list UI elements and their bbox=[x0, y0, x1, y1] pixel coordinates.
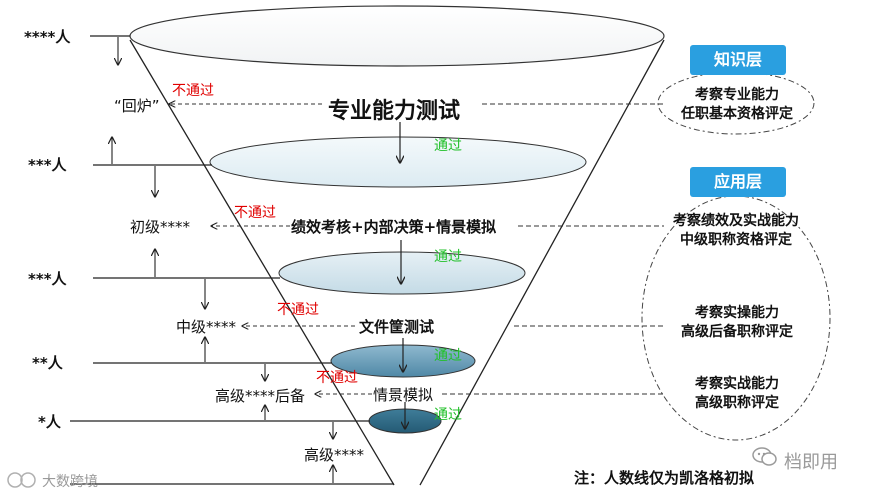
pass-label-4: 通过 bbox=[434, 407, 462, 423]
stage-title-professional: 专业能力测试 bbox=[328, 99, 461, 124]
knowledge-layer-tag: 知识层 bbox=[690, 45, 786, 75]
funnel-level2-ellipse bbox=[209, 136, 587, 188]
funnel-top-ellipse bbox=[129, 5, 665, 67]
middle-label: 中级**** bbox=[176, 318, 237, 336]
funnel-level3-ellipse bbox=[278, 251, 526, 295]
stage-title-inbasket: 文件筐测试 bbox=[359, 318, 435, 336]
application-layer-ellipse bbox=[641, 195, 831, 441]
recycle-label: “回炉” bbox=[114, 97, 160, 115]
funnel-left-edge bbox=[129, 39, 395, 486]
footnote: 注：人数线仅为凯洛格初拟 bbox=[574, 469, 755, 487]
pass-label-1: 通过 bbox=[434, 138, 462, 154]
right-desc-3: 考察实操能力 高级后备职称评定 bbox=[681, 305, 793, 340]
level-label-4: **人 bbox=[32, 354, 63, 372]
fail-label-1: 不通过 bbox=[172, 83, 214, 99]
watermark-left: 大数跨境 bbox=[42, 474, 98, 490]
stage-title-scenario: 情景模拟 bbox=[373, 386, 434, 404]
level-label-top: ****人 bbox=[24, 28, 71, 46]
senior-label: 高级**** bbox=[304, 446, 365, 464]
application-layer-tag: 应用层 bbox=[690, 167, 786, 197]
right-desc-2: 考察绩效及实战能力 中级职称资格评定 bbox=[673, 213, 799, 248]
funnel-right-edge bbox=[419, 39, 665, 486]
pass-label-2: 通过 bbox=[434, 249, 462, 265]
senior-reserve-label: 高级****后备 bbox=[215, 387, 306, 405]
junior-label: 初级**** bbox=[130, 218, 191, 236]
fail-label-4: 不通过 bbox=[316, 370, 358, 386]
watermark-right: 档即用 bbox=[784, 452, 838, 473]
brand-logo-icon bbox=[7, 472, 36, 488]
fail-label-3: 不通过 bbox=[277, 302, 319, 318]
level-label-5: *人 bbox=[38, 413, 61, 431]
right-desc-4: 考察实战能力 高级职称评定 bbox=[695, 376, 779, 411]
right-desc-1: 考察专业能力 任职基本资格评定 bbox=[681, 87, 793, 122]
fail-label-2: 不通过 bbox=[234, 205, 276, 221]
chat-bubble-icon bbox=[752, 447, 777, 466]
level-label-3: ***人 bbox=[28, 270, 67, 288]
stage-title-performance: 绩效考核+内部决策+情景模拟 bbox=[291, 218, 497, 236]
level-label-2: ***人 bbox=[28, 156, 67, 174]
pass-label-3: 通过 bbox=[434, 348, 462, 364]
